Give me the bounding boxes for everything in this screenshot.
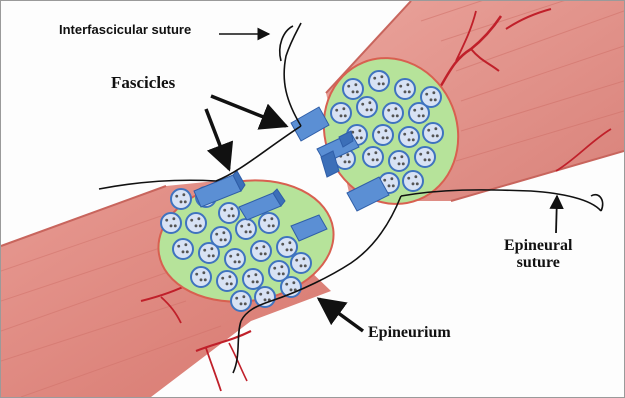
fascicle-cross-section [191, 267, 211, 287]
fascicle-cross-section [171, 189, 191, 209]
fascicle-cross-section [363, 147, 383, 167]
fascicle-cross-section [383, 103, 403, 123]
fascicle-cross-section [399, 127, 419, 147]
fascicle-cross-section [277, 237, 297, 257]
fascicle-cross-section [373, 125, 393, 145]
fascicle-cross-section [415, 147, 435, 167]
arrow-epineurium [319, 299, 363, 331]
fascicle-cross-section [186, 213, 206, 233]
epineurium-label: Epineurium [368, 325, 451, 342]
fascicle-cross-section [251, 241, 271, 261]
fascicle-cross-section [225, 249, 245, 269]
fascicle-cross-section [357, 97, 377, 117]
interfascicular-suture-label: Interfascicular suture [59, 23, 191, 37]
fascicle-cross-section [389, 151, 409, 171]
fascicle-cross-section [236, 219, 256, 239]
fascicle-cross-section [173, 239, 193, 259]
fascicle-cross-section [199, 243, 219, 263]
epineural-suture-label-line2: suture [504, 255, 572, 272]
epineural-suture-label-line1: Epineural [504, 238, 572, 255]
fascicle-cross-section [231, 291, 251, 311]
fascicle-cross-section [259, 213, 279, 233]
fascicle-cross-section [423, 123, 443, 143]
epineural-suture-label: Epineural suture [504, 238, 572, 272]
fascicle-cross-section [219, 203, 239, 223]
arrow-epineural [556, 196, 557, 233]
fascicle-cross-section [217, 271, 237, 291]
fascicle-cross-section [369, 71, 389, 91]
interfascicular-suture-thread [99, 126, 301, 189]
fascicle-cross-section [243, 269, 263, 289]
fascicle-cross-section [403, 171, 423, 191]
arrow-fascicles-1 [211, 96, 286, 126]
fascicle-cross-section [161, 213, 181, 233]
fascicle-cross-section [343, 79, 363, 99]
fascicles-label: Fascicles [111, 74, 175, 92]
fascicle-cross-section [255, 287, 275, 307]
fascicle-cross-section [291, 253, 311, 273]
fascicle-cross-section [395, 79, 415, 99]
fascicle-cross-section [331, 103, 351, 123]
fascicle-cross-section [421, 87, 441, 107]
arrow-fascicles-2 [206, 109, 229, 169]
